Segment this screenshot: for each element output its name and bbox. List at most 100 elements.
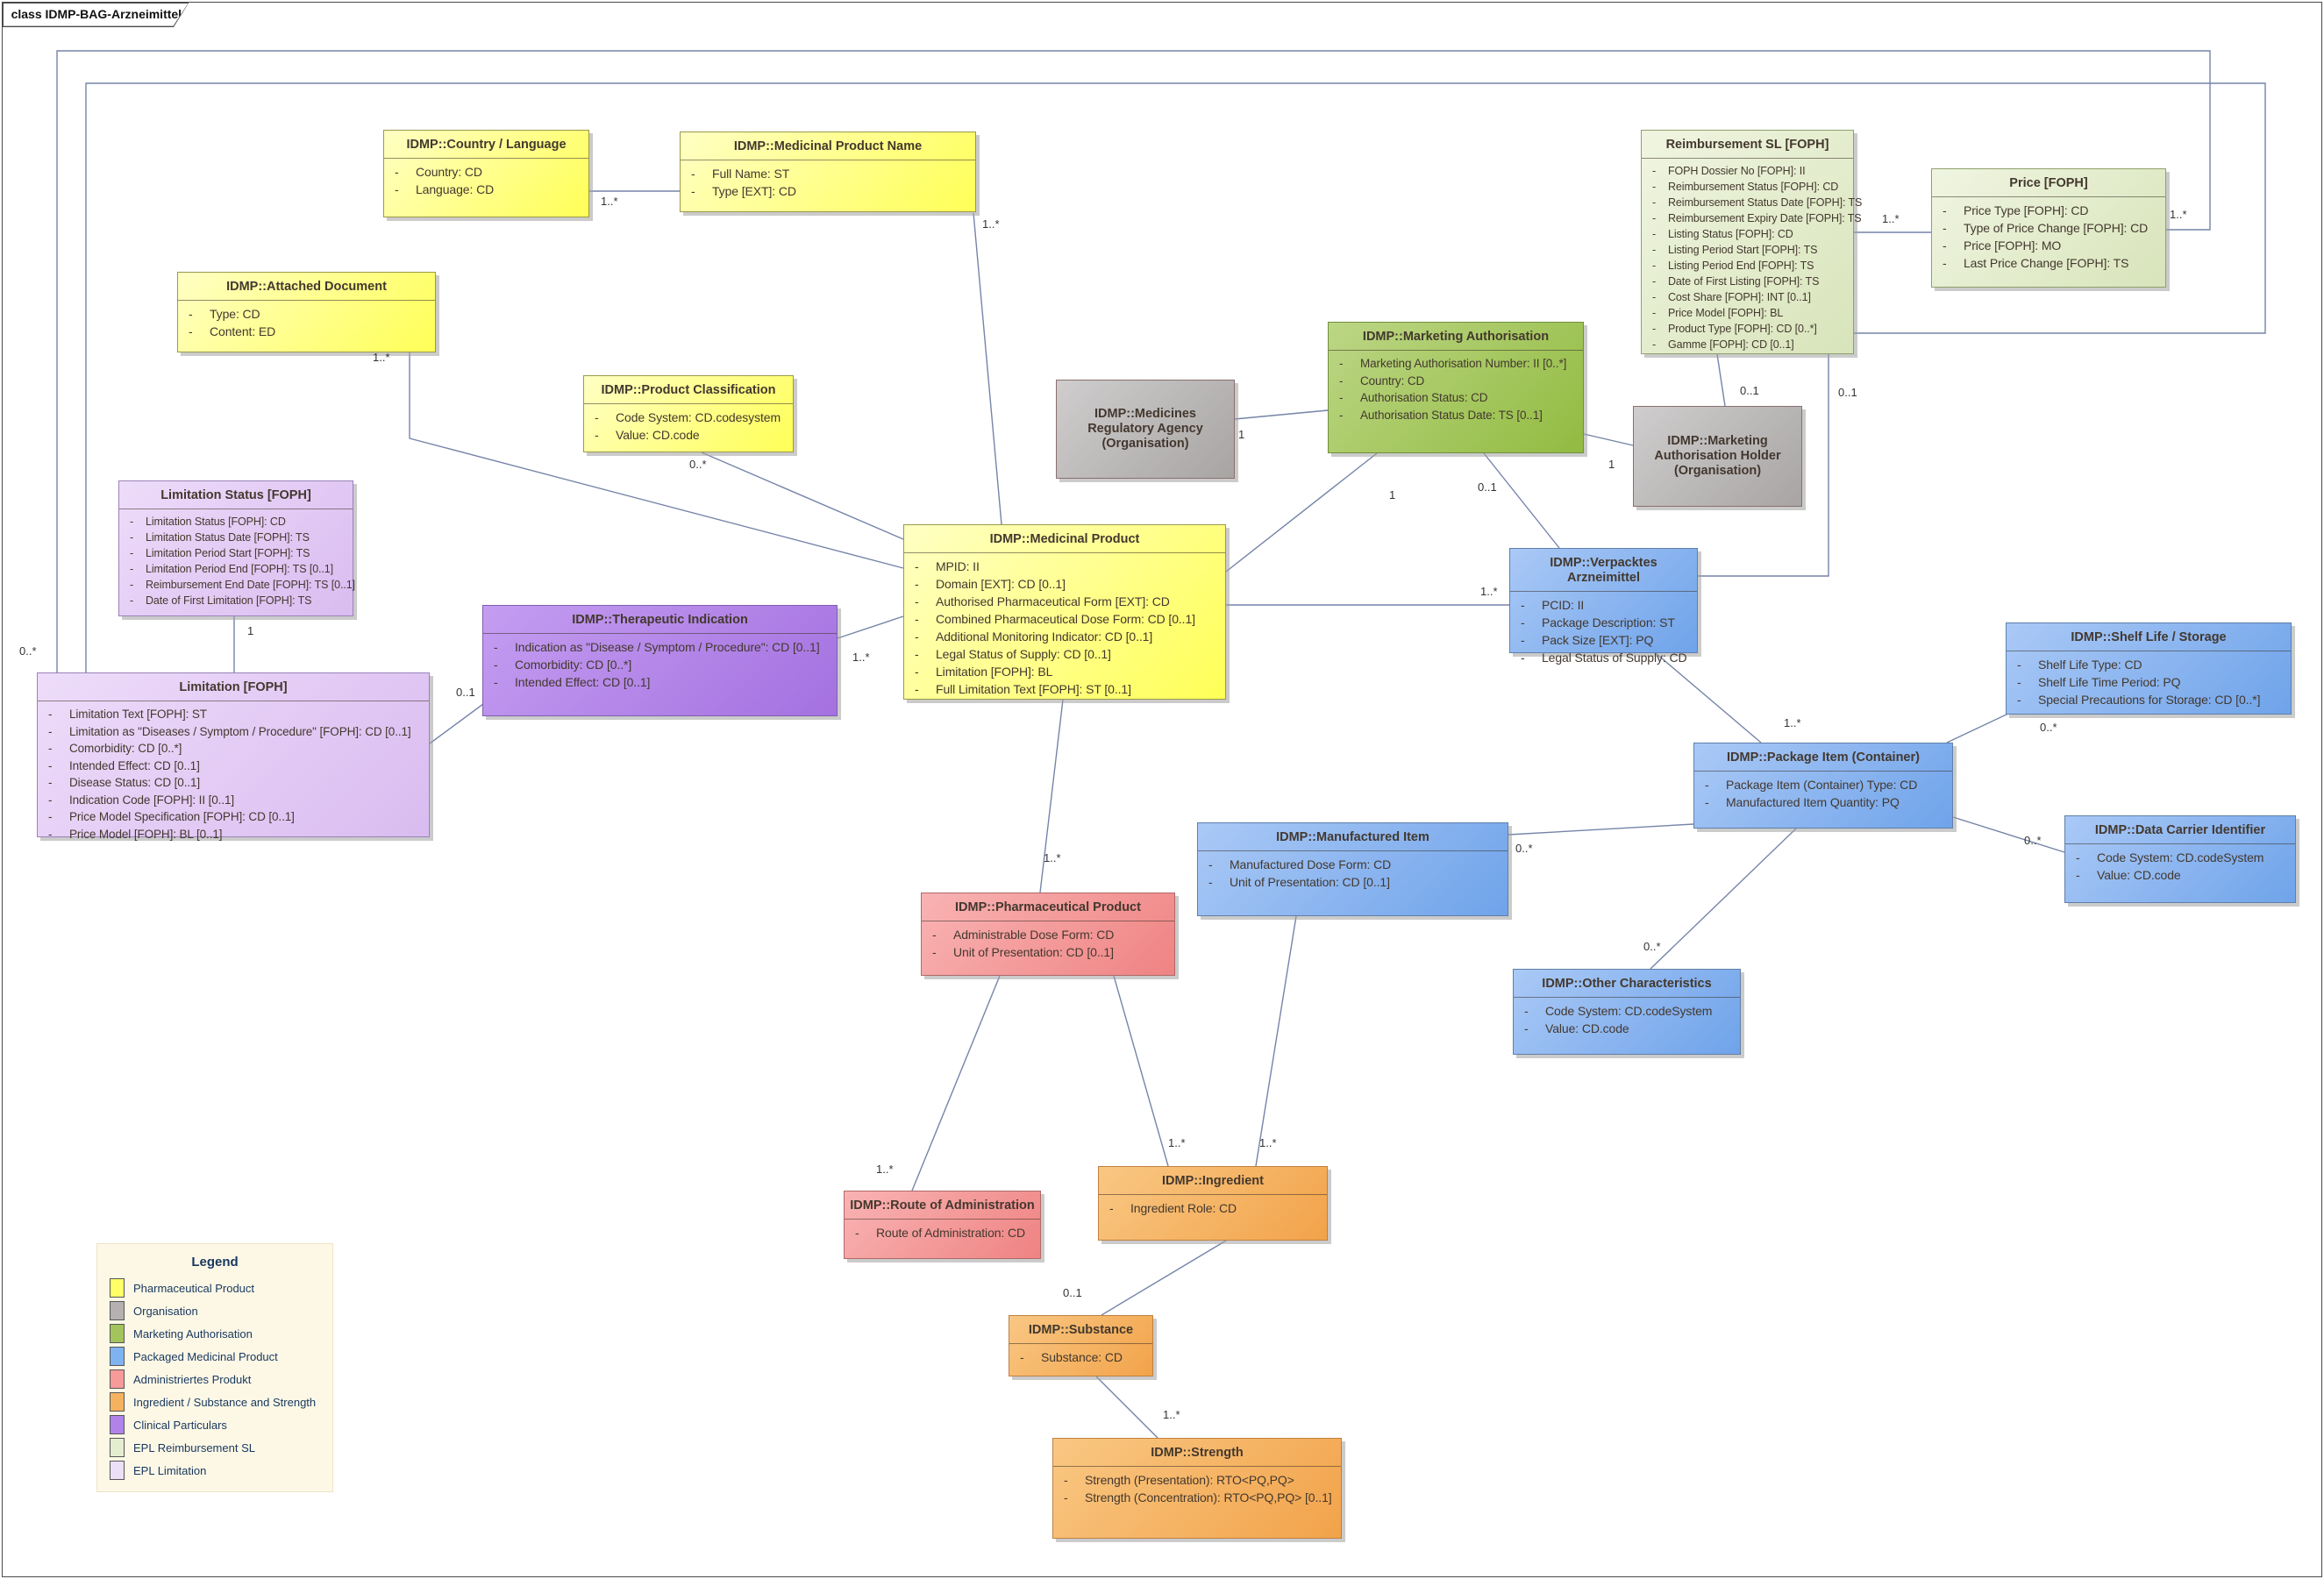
class-limitation-status[interactable]: Limitation Status [FOPH] -Limitation Sta…	[118, 480, 355, 616]
legend-item-label: Organisation	[133, 1304, 198, 1318]
class-title: Limitation Status [FOPH]	[119, 481, 353, 509]
class-attribute: -Package Description: ST	[1521, 615, 1675, 629]
class-attributes: -Package Item (Container) Type: CD-Manuf…	[1694, 772, 1952, 813]
multiplicity-label: 1	[1608, 458, 1615, 471]
class-attribute: -Country: CD	[395, 165, 482, 179]
class-attached-document[interactable]: IDMP::Attached Document -Type: CD-Conten…	[177, 272, 436, 352]
class-substance[interactable]: IDMP::Substance -Substance: CD	[1009, 1315, 1153, 1376]
class-attributes: -Substance: CD	[1009, 1344, 1152, 1368]
legend-item: Administriertes Produkt	[110, 1368, 332, 1391]
class-attribute: -Listing Status [FOPH]: CD	[1652, 228, 1793, 240]
class-attribute: -Price Model Specification [FOPH]: CD [0…	[48, 810, 295, 823]
class-shelf-life-storage[interactable]: IDMP::Shelf Life / Storage -Shelf Life T…	[2006, 622, 2292, 715]
class-marketing-authorisation[interactable]: IDMP::Marketing Authorisation -Marketing…	[1328, 322, 1584, 453]
multiplicity-label: 0..1	[1478, 480, 1497, 494]
class-attributes: -Limitation Status [FOPH]: CD-Limitation…	[119, 509, 355, 610]
class-limitation[interactable]: Limitation [FOPH] -Limitation Text [FOPH…	[37, 672, 430, 841]
legend-color-chip	[110, 1461, 125, 1480]
class-attribute: -Intended Effect: CD [0..1]	[494, 675, 651, 689]
class-medicines-regulatory-agency[interactable]: IDMP::Medicines Regulatory Agency (Organ…	[1056, 380, 1235, 479]
class-title: IDMP::Substance	[1009, 1316, 1152, 1344]
legend-item: Ingredient / Substance and Strength	[110, 1391, 332, 1413]
class-attribute: -Substance: CD	[1020, 1350, 1123, 1364]
multiplicity-label: 1..*	[1044, 851, 1061, 864]
class-title: IDMP::Verpacktes Arzneimittel	[1510, 549, 1697, 592]
class-other-characteristics[interactable]: IDMP::Other Characteristics -Code System…	[1513, 969, 1741, 1055]
class-product-classification[interactable]: IDMP::Product Classification -Code Syste…	[583, 375, 794, 452]
class-attribute: -PCID: II	[1521, 598, 1585, 612]
multiplicity-label: 1	[247, 624, 254, 637]
class-attribute: -Product Type [FOPH]: CD [0..*]	[1652, 323, 1817, 335]
multiplicity-label: 0..1	[1838, 386, 1857, 399]
class-attribute: -Strength (Presentation): RTO<PQ,PQ>	[1064, 1473, 1294, 1487]
multiplicity-label: 0..1	[456, 686, 475, 699]
class-country-language[interactable]: IDMP::Country / Language -Country: CD-La…	[383, 130, 589, 217]
class-title: IDMP::Product Classification	[584, 376, 793, 404]
class-medicinal-product[interactable]: IDMP::Medicinal Product -MPID: II-Domain…	[903, 524, 1226, 700]
class-attribute: -Indication as "Disease / Symptom / Proc…	[494, 640, 820, 654]
legend-item: Packaged Medicinal Product	[110, 1345, 332, 1368]
class-data-carrier-identifier[interactable]: IDMP::Data Carrier Identifier -Code Syst…	[2064, 815, 2296, 903]
legend-item-label: Administriertes Produkt	[133, 1372, 252, 1386]
class-ingredient[interactable]: IDMP::Ingredient -Ingredient Role: CD	[1098, 1166, 1328, 1241]
multiplicity-label: 0..1	[1063, 1286, 1082, 1299]
multiplicity-label: 0..*	[19, 644, 37, 658]
legend-color-chip	[110, 1278, 125, 1298]
class-attributes: -FOPH Dossier No [FOPH]: II-Reimbursemen…	[1642, 159, 1862, 354]
class-attributes: -Marketing Authorisation Number: II [0..…	[1329, 351, 1583, 425]
class-attribute: -MPID: II	[915, 559, 980, 573]
multiplicity-label: 0..*	[1515, 842, 1533, 855]
class-title: IDMP::Medicines Regulatory Agency (Organ…	[1087, 407, 1203, 451]
diagram-title: class IDMP-BAG-Arzneimittel	[4, 4, 189, 26]
class-attributes: -Route of Administration: CD	[845, 1220, 1040, 1243]
class-attribute: -Legal Status of Supply: CD	[1521, 651, 1687, 665]
class-attributes: -MPID: II-Domain [EXT]: CD [0..1]-Author…	[904, 553, 1225, 700]
class-attributes: -Indication as "Disease / Symptom / Proc…	[483, 634, 837, 693]
class-attribute: -Language: CD	[395, 182, 495, 196]
class-title: Reimbursement SL [FOPH]	[1642, 131, 1853, 159]
class-strength[interactable]: IDMP::Strength -Strength (Presentation):…	[1052, 1438, 1342, 1539]
class-reimbursement-sl[interactable]: Reimbursement SL [FOPH] -FOPH Dossier No…	[1641, 130, 1862, 354]
class-medicinal-product-name[interactable]: IDMP::Medicinal Product Name -Full Name:…	[680, 132, 976, 212]
class-attribute: -Legal Status of Supply: CD [0..1]	[915, 647, 1111, 661]
class-title: IDMP::Marketing Authorisation Holder (Or…	[1654, 434, 1781, 478]
class-attributes: -PCID: II-Package Description: ST-Pack S…	[1510, 592, 1697, 668]
legend-color-chip	[110, 1392, 125, 1412]
legend-item: Organisation	[110, 1299, 332, 1322]
class-marketing-authorisation-holder[interactable]: IDMP::Marketing Authorisation Holder (Or…	[1633, 406, 1802, 507]
class-attribute: -Date of First Listing [FOPH]: TS	[1652, 275, 1820, 288]
class-attribute: -Price Type [FOPH]: CD	[1943, 203, 2089, 217]
class-attribute: -Reimbursement Status [FOPH]: CD	[1652, 181, 1839, 193]
class-therapeutic-indication[interactable]: IDMP::Therapeutic Indication -Indication…	[482, 605, 838, 716]
class-pharmaceutical-product[interactable]: IDMP::Pharmaceutical Product -Administra…	[921, 893, 1175, 976]
legend-color-chip	[110, 1369, 125, 1389]
class-price[interactable]: Price [FOPH] -Price Type [FOPH]: CD-Type…	[1931, 168, 2166, 288]
class-route-of-administration[interactable]: IDMP::Route of Administration -Route of …	[844, 1191, 1041, 1259]
class-attributes: -Type: CD-Content: ED	[178, 301, 435, 342]
legend-color-chip	[110, 1324, 125, 1343]
class-attribute: -Full Limitation Text [FOPH]: ST [0..1]	[915, 682, 1131, 696]
class-attributes: -Code System: CD.codeSystem-Value: CD.co…	[2065, 844, 2295, 886]
class-attribute: -Code System: CD.codeSystem	[1524, 1004, 1713, 1018]
class-manufactured-item[interactable]: IDMP::Manufactured Item -Manufactured Do…	[1197, 822, 1508, 916]
class-attribute: -Route of Administration: CD	[855, 1226, 1026, 1240]
class-package-item-container[interactable]: IDMP::Package Item (Container) -Package …	[1693, 743, 1953, 829]
class-attribute: -Listing Period Start [FOPH]: TS	[1652, 244, 1818, 256]
legend-color-chip	[110, 1438, 125, 1457]
class-attribute: -Reimbursement End Date [FOPH]: TS [0..1…	[130, 579, 355, 591]
legend-item: Pharmaceutical Product	[110, 1277, 332, 1299]
class-attribute: -Value: CD.code	[1524, 1021, 1629, 1035]
class-attribute: -Country: CD	[1339, 373, 1425, 388]
class-title: IDMP::Package Item (Container)	[1694, 743, 1952, 772]
legend-color-chip	[110, 1347, 125, 1366]
class-title: IDMP::Pharmaceutical Product	[922, 893, 1174, 921]
class-attribute: -Special Precautions for Storage: CD [0.…	[2017, 693, 2261, 707]
class-attribute: -Price Model [FOPH]: BL	[1652, 307, 1784, 319]
multiplicity-label: 1..*	[373, 351, 390, 364]
class-attribute: -Gamme [FOPH]: CD [0..1]	[1652, 338, 1794, 351]
class-attribute: -Administrable Dose Form: CD	[932, 928, 1115, 942]
legend-item: Marketing Authorisation	[110, 1322, 332, 1345]
class-verpacktes-arzneimittel[interactable]: IDMP::Verpacktes Arzneimittel -PCID: II-…	[1509, 548, 1698, 665]
legend-color-chip	[110, 1301, 125, 1320]
class-attribute: -Type [EXT]: CD	[691, 184, 796, 198]
